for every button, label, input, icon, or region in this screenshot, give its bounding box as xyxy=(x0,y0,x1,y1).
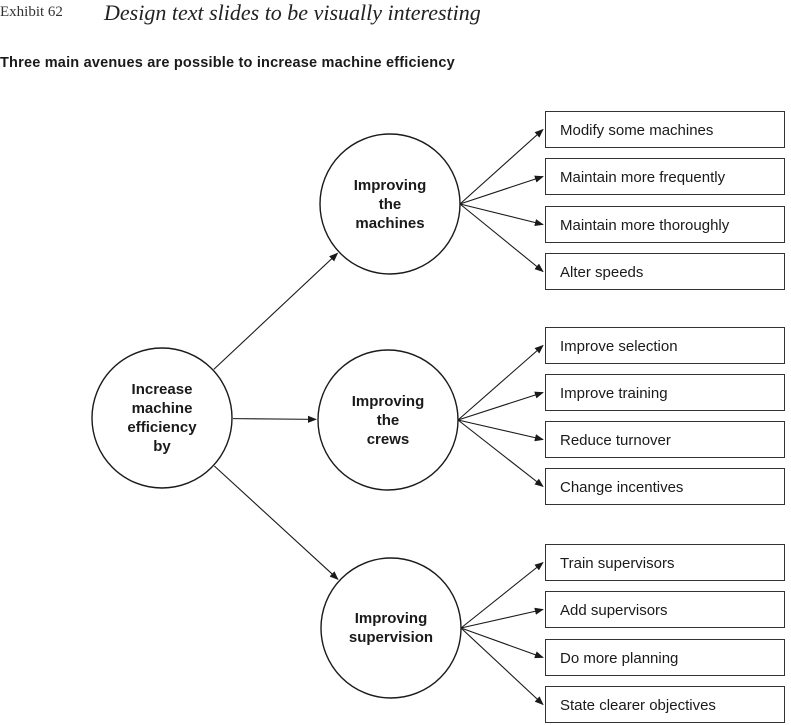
branch-to-item-arrow xyxy=(457,419,544,488)
branch-to-item-arrow xyxy=(460,607,544,629)
branch-machines-label: Improving the machines xyxy=(353,176,427,232)
action-box: Add supervisors xyxy=(545,591,785,628)
branch-to-item-arrow xyxy=(460,627,544,659)
root-node-label: Increase machine efficiency by xyxy=(127,381,197,455)
branch-crews-label: Improving the crews xyxy=(351,392,425,448)
action-box: Do more planning xyxy=(545,639,785,676)
branch-supervision-node xyxy=(320,557,462,699)
branch-to-item-arrow xyxy=(457,419,544,442)
branch-to-item-arrow xyxy=(457,391,544,421)
action-box: Train supervisors xyxy=(545,544,785,581)
root-to-branch-arrow xyxy=(213,465,339,580)
root-to-branch-arrow xyxy=(213,252,339,370)
action-box: Maintain more thoroughly xyxy=(545,206,785,243)
action-box: Alter speeds xyxy=(545,253,785,290)
branch-machines-node xyxy=(319,133,461,275)
connectors xyxy=(213,128,544,706)
branch-to-item-arrow xyxy=(459,203,544,273)
root-node xyxy=(91,347,233,489)
exhibit-title: Design text slides to be visually intere… xyxy=(104,0,481,25)
circles xyxy=(91,133,462,699)
root-to-branch-arrow xyxy=(232,415,317,423)
branch-to-item-arrow xyxy=(459,175,544,205)
action-box: Modify some machines xyxy=(545,111,785,148)
branch-to-item-arrow xyxy=(460,627,544,706)
action-box: Maintain more frequently xyxy=(545,158,785,195)
action-box: Improve training xyxy=(545,374,785,411)
branch-supervision-label: Improving supervision xyxy=(348,610,434,646)
branch-crews-node xyxy=(317,349,459,491)
action-box: State clearer objectives xyxy=(545,686,785,723)
branch-to-item-arrow xyxy=(459,203,544,227)
exhibit-label: Exhibit 62 xyxy=(0,4,63,20)
action-box: Improve selection xyxy=(545,327,785,364)
subtitle: Three main avenues are possible to incre… xyxy=(0,55,455,71)
action-box: Reduce turnover xyxy=(545,421,785,458)
branch-to-item-arrow xyxy=(460,561,544,629)
branch-to-item-arrow xyxy=(457,344,544,421)
action-box: Change incentives xyxy=(545,468,785,505)
branch-to-item-arrow xyxy=(459,128,544,205)
